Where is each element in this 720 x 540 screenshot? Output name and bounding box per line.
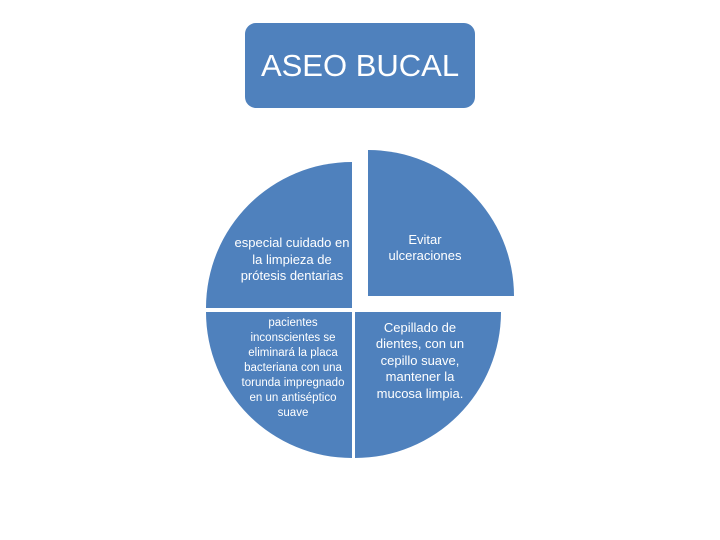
title-box: ASEO BUCAL: [245, 23, 475, 108]
segment-text-bottom-left: pacientes inconscientes se eliminará la …: [241, 316, 345, 419]
segment-top-right: [368, 150, 514, 296]
segment-text-top-left: especial cuidado en la limpieza de próte…: [234, 235, 350, 284]
segment-bottom-right: [355, 312, 501, 458]
segment-text-top-right: Evitar ulceraciones: [388, 231, 462, 264]
segment-text-bottom-right: Cepillado de dientes, con un cepillo sua…: [375, 319, 465, 401]
title-text: ASEO BUCAL: [260, 47, 460, 83]
segment-bottom-left: [206, 312, 352, 458]
segment-top-left: [206, 162, 352, 308]
